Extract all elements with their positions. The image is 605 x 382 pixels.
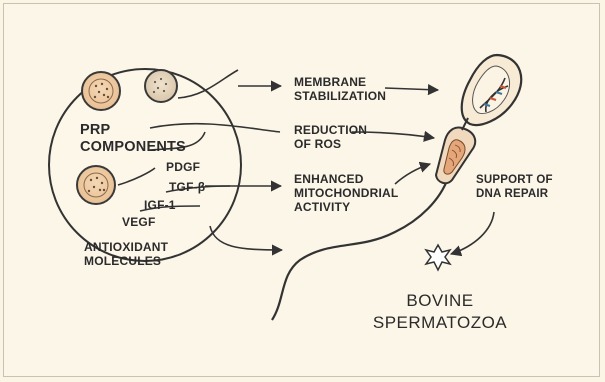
platelet-cell-icon <box>82 72 120 110</box>
arrow-dna-repair <box>451 212 494 254</box>
antioxidant-line1: ANTIOXIDANT <box>84 240 168 254</box>
effect-line: MITOCHONDRIAL <box>294 186 398 200</box>
sperm-midpiece <box>436 128 475 184</box>
platelet-cell-icon <box>77 166 115 204</box>
arrow-to-head <box>385 88 438 90</box>
prp-label-line1: PRP <box>80 122 186 139</box>
dna-repair-line1: SUPPORT OF <box>476 173 553 187</box>
bovine-spermatozoa-title: BOVINE SPERMATOZOA <box>360 290 520 334</box>
title-line1: BOVINE <box>360 290 520 312</box>
effect-line: ACTIVITY <box>294 200 398 214</box>
arrow-to-mito <box>395 164 430 184</box>
effect-mitochondrial-activity: ENHANCED MITOCHONDRIAL ACTIVITY <box>294 172 398 214</box>
effect-line: MEMBRANE <box>294 75 386 89</box>
dna-repair-label: SUPPORT OF DNA REPAIR <box>476 173 553 201</box>
gf-pdgf: PDGF <box>166 160 200 174</box>
effect-line: STABILIZATION <box>294 89 386 103</box>
gf-tgf-beta: TGF-β <box>169 180 205 194</box>
prp-components-label: PRP COMPONENTS <box>80 122 186 156</box>
platelet-cell-icon <box>145 70 177 102</box>
gf-vegf: VEGF <box>122 215 155 229</box>
gf-igf-1: IGF-1 <box>144 198 176 212</box>
prp-label-line2: COMPONENTS <box>80 139 186 156</box>
antioxidant-label: ANTIOXIDANT MOLECULES <box>84 240 168 268</box>
effect-membrane-stabilization: MEMBRANE STABILIZATION <box>294 75 386 103</box>
dna-repair-line2: DNA REPAIR <box>476 187 553 201</box>
antioxidant-line2: MOLECULES <box>84 254 168 268</box>
effect-line: OF ROS <box>294 137 367 151</box>
dna-damage-star-icon <box>426 245 450 270</box>
effect-line: REDUCTION <box>294 123 367 137</box>
title-line2: SPERMATOZOA <box>360 312 520 334</box>
effect-line: ENHANCED <box>294 172 398 186</box>
arrow-antioxidant <box>210 226 282 250</box>
effect-reduction-ros: REDUCTION OF ROS <box>294 123 367 151</box>
sperm-head <box>462 55 522 130</box>
